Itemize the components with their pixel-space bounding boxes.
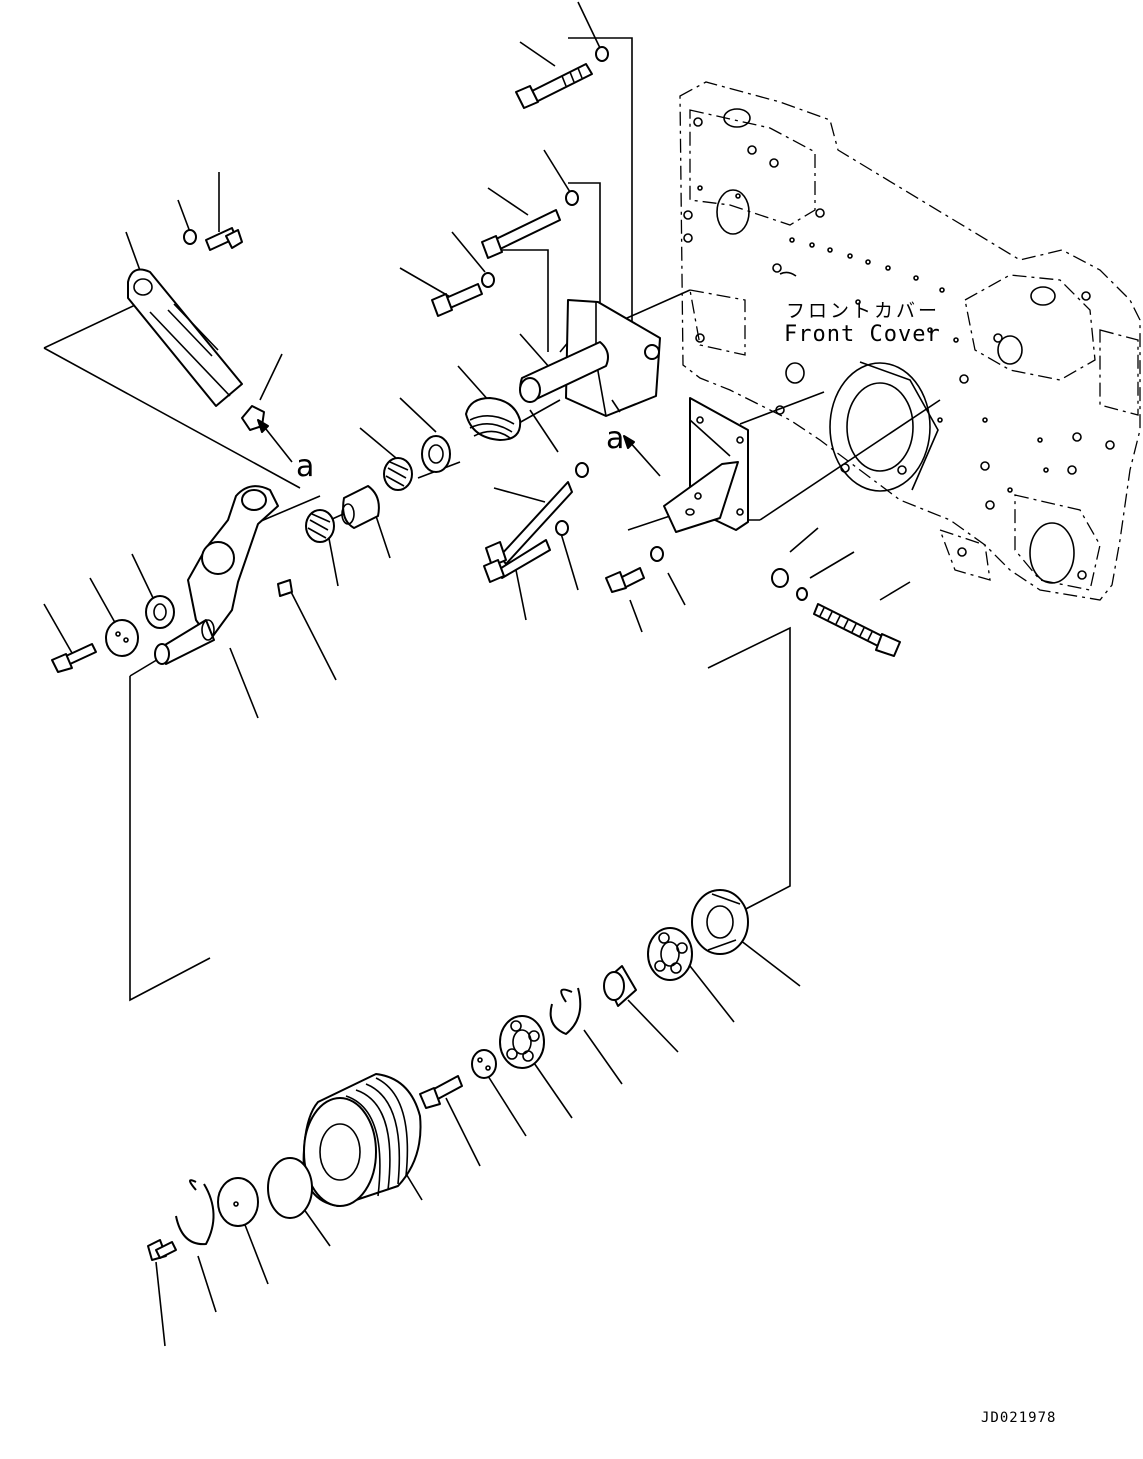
front-cover-bore-flange bbox=[830, 362, 938, 491]
washer-mid-3 bbox=[651, 547, 663, 561]
retainer-plate bbox=[472, 1050, 496, 1078]
detail-marker-right: a bbox=[606, 421, 625, 456]
bolt-arm bbox=[52, 644, 96, 672]
tension-link-arm bbox=[128, 270, 242, 406]
washer-link bbox=[184, 230, 196, 244]
tensioner-arm bbox=[155, 486, 278, 664]
bolt-top bbox=[516, 64, 592, 108]
bolt-mid-2 bbox=[484, 540, 550, 582]
o-ring bbox=[268, 1158, 312, 1218]
bolt-mid-1 bbox=[486, 482, 572, 566]
bearing-upper bbox=[422, 436, 450, 472]
bolt-pulley bbox=[420, 1076, 462, 1108]
bushing bbox=[342, 486, 379, 528]
v-belt-pulley bbox=[304, 1074, 421, 1206]
drawing-code: JD021978 bbox=[981, 1410, 1057, 1426]
bearing-cage-2 bbox=[500, 1016, 544, 1068]
washer-upper-2 bbox=[566, 191, 578, 205]
bolt-upper-3 bbox=[432, 284, 482, 316]
detail-marker-left: a bbox=[296, 449, 315, 484]
mounting-bracket bbox=[664, 398, 748, 532]
front-cover-small-holes bbox=[698, 186, 1048, 492]
front-cover-label-en: Front Cover bbox=[784, 322, 941, 347]
bearing-large bbox=[692, 890, 748, 954]
washer-upper-3 bbox=[482, 273, 494, 287]
plug-arm bbox=[278, 580, 292, 596]
tensioner-shaft-bracket bbox=[520, 300, 660, 416]
tension-spring bbox=[466, 398, 520, 440]
needle-bearing-upper bbox=[384, 458, 412, 490]
front-cover-outline bbox=[680, 82, 1140, 600]
front-cover-bolt-holes bbox=[684, 118, 1114, 579]
detail-arrow-right bbox=[628, 440, 660, 476]
leader-lines bbox=[44, 2, 940, 1346]
front-cover-label-jp: フロントカバー bbox=[786, 300, 941, 322]
seal-arm bbox=[146, 596, 174, 628]
spacer-collar bbox=[604, 966, 636, 1006]
bolt-cap bbox=[148, 1240, 176, 1260]
detail-arrow-left bbox=[262, 424, 292, 462]
bolt-upper-2 bbox=[482, 210, 560, 258]
plate-arm bbox=[106, 620, 138, 656]
bearing-cage bbox=[648, 928, 692, 980]
washer-top bbox=[596, 47, 608, 61]
snap-ring-inner bbox=[551, 988, 581, 1034]
bolt-right bbox=[814, 604, 900, 656]
bolt-mid-3 bbox=[606, 568, 644, 592]
needle-bearing-lower bbox=[306, 510, 334, 542]
snap-ring-outer bbox=[176, 1180, 214, 1244]
washer-mid-1 bbox=[576, 463, 588, 477]
washer-mid-2 bbox=[556, 521, 568, 535]
washer-right bbox=[797, 588, 807, 600]
nut-right bbox=[772, 569, 788, 587]
end-cap bbox=[218, 1178, 258, 1226]
bolt-link bbox=[206, 228, 242, 250]
